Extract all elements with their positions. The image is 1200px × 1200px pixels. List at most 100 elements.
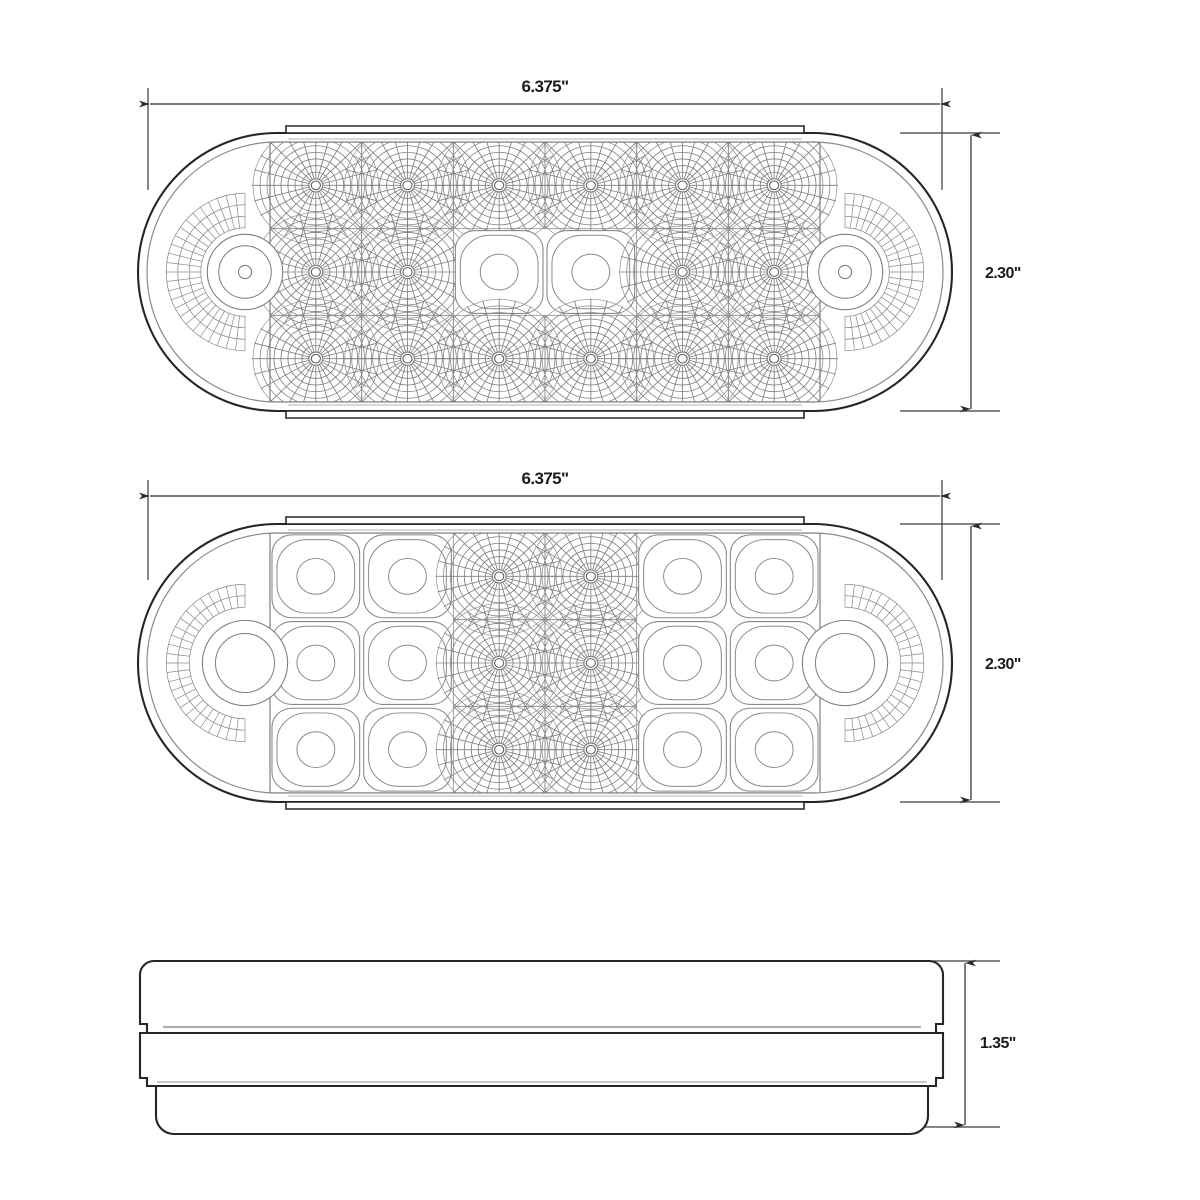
end-cap-radial [180, 617, 200, 632]
end-cap-radial [881, 603, 898, 622]
end-cap-radial [208, 311, 225, 342]
end-cap-radial [884, 235, 915, 252]
dim-label-view3-height: 1.35" [980, 1035, 1016, 1052]
end-cap-radial [199, 598, 214, 618]
end-cap-radial [877, 301, 905, 325]
end-cap-radial [168, 643, 191, 650]
dimension-view2-width: 6.375" [139, 469, 951, 580]
end-cap-radial [171, 682, 193, 692]
end-cap-radial [858, 586, 865, 609]
end-cap-radial [192, 212, 216, 240]
end-cap-radial [216, 198, 230, 231]
dim-label-view2-height: 2.30" [985, 656, 1021, 673]
end-cap-radial [208, 202, 225, 233]
end-cap-radial [175, 235, 206, 252]
end-cap-radial [185, 699, 204, 716]
end-cap-radial [874, 212, 898, 240]
end-cap-radial [185, 219, 213, 243]
dim-label-view1-height: 2.30" [985, 265, 1021, 282]
end-cap-radial [166, 653, 190, 657]
end-cap-radial [216, 589, 226, 611]
end-cap-radial [180, 694, 200, 709]
led-optic-cell [271, 707, 361, 792]
end-cap-radial [199, 308, 221, 337]
end-cap-radial [849, 193, 855, 229]
end-cap-radial [869, 308, 891, 337]
end-cap-radial [881, 226, 910, 248]
end-cap-radial [860, 198, 874, 231]
end-cap-radial [899, 676, 922, 683]
end-cap-radial [185, 610, 204, 627]
view-top-lens-a: 6.375" 2.30" [137, 77, 1021, 419]
end-cap-radial [886, 287, 919, 301]
end-cap-radial [894, 626, 915, 638]
lens-body-a [137, 125, 953, 419]
end-cap-radial [216, 313, 230, 346]
end-cap-radial [884, 292, 915, 309]
led-optic-cell [638, 534, 727, 619]
end-cap-radial [175, 626, 196, 638]
end-cap-radial [865, 202, 882, 233]
end-cap-radial [225, 314, 235, 349]
end-cap-radial [876, 708, 891, 728]
end-cap-radial [900, 653, 924, 657]
end-cap-radial [899, 643, 922, 650]
led-optic-cell [729, 534, 819, 619]
end-cap-radial [881, 704, 898, 723]
end-cap-radial [235, 584, 239, 608]
end-cap-arc [188, 606, 246, 720]
end-cap-radial [180, 226, 209, 248]
end-cap-radial [225, 586, 232, 609]
end-cap-boss [801, 619, 889, 707]
end-cap-radial [851, 718, 855, 742]
end-cap-radial [877, 219, 905, 243]
end-cap-radial [171, 243, 204, 257]
dimension-view1-width: 6.375" [139, 77, 951, 190]
end-cap-radial [887, 252, 922, 262]
end-cap-radial [192, 704, 209, 723]
end-cap-boss [201, 619, 289, 707]
end-cap-radial [888, 276, 924, 282]
end-cap-radial [185, 301, 213, 325]
end-cap-radial [216, 715, 226, 737]
end-cap-radial [894, 688, 915, 700]
end-cap-radial [869, 207, 891, 236]
end-cap-radial [199, 708, 214, 728]
end-cap-radial [897, 682, 919, 692]
profile-flange-band [138, 1031, 945, 1088]
end-cap-left-b [165, 583, 289, 743]
led-optic-cell [638, 707, 727, 792]
end-cap-radial [855, 195, 865, 230]
end-cap-boss [806, 233, 884, 311]
end-cap-radial [864, 715, 874, 737]
end-cap-radial [175, 292, 206, 309]
dim-label-view2-width: 6.375" [521, 469, 568, 488]
end-cap-radial [175, 688, 196, 700]
end-cap-boss [206, 233, 284, 311]
end-cap-radial [860, 313, 874, 346]
lens-optics-field-b [269, 533, 821, 793]
end-cap-radial [235, 315, 241, 351]
end-cap-radial [864, 589, 874, 611]
end-cap-radial [171, 287, 204, 301]
end-cap-radial [199, 207, 221, 236]
dimension-view1-height: 2.30" [900, 131, 1021, 413]
profile-housing-base [154, 1084, 930, 1136]
end-cap-radial [166, 669, 190, 673]
end-cap-radial [858, 717, 865, 740]
led-optic-cell [729, 707, 819, 792]
end-cap-radial [851, 584, 855, 608]
end-cap-radial [874, 304, 898, 332]
end-cap-radial [886, 243, 919, 257]
view-top-lens-b: 6.375" 2.30" [137, 469, 1021, 810]
end-cap-radial [897, 634, 919, 644]
end-cap-arc [844, 606, 902, 720]
end-cap-radial [225, 195, 235, 230]
end-cap-radial [870, 593, 882, 614]
end-cap-radial [171, 634, 193, 644]
end-cap-radial [886, 699, 905, 716]
end-cap-radial [166, 262, 202, 268]
led-optic-cell [638, 621, 727, 705]
end-cap-radial [168, 676, 191, 683]
